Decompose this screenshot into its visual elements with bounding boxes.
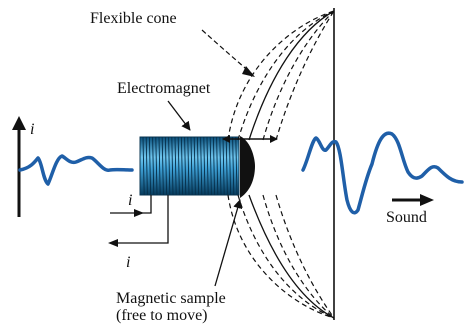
lead-in-arrowhead-icon [134, 209, 144, 217]
coil-winding [225, 136, 228, 196]
coil-winding [174, 136, 177, 196]
coil-winding [158, 136, 161, 196]
coil-winding [164, 136, 168, 196]
coil-winding [222, 136, 225, 196]
coil-winding [206, 136, 209, 196]
coil-winding [193, 136, 196, 196]
output-sound-waveform [301, 131, 464, 215]
coil-winding [180, 136, 184, 196]
input-current-label: i [30, 121, 34, 138]
input-current-arrow-icon [12, 116, 26, 217]
coil-winding [232, 136, 235, 196]
sound-direction-arrow-icon [392, 194, 434, 206]
magnetic-sample-label-line2: (free to move) [116, 307, 208, 324]
electromagnet-label: Electromagnet [117, 80, 211, 97]
flexible-cone-pointer-head-icon [242, 66, 255, 77]
lead-bottom-current-label: i [126, 254, 130, 271]
coil-winding [219, 136, 222, 196]
cone-dashed-positions [227, 10, 335, 319]
magnetic-sample [240, 136, 255, 198]
coil-winding [203, 136, 206, 196]
coil-winding [187, 136, 190, 196]
coil-winding [228, 136, 232, 196]
sound-label: Sound [386, 209, 427, 226]
electromagnet-coil [139, 136, 240, 196]
electromagnet-pointer [167, 100, 191, 131]
coil-winding [184, 136, 187, 196]
coil-winding [142, 136, 145, 196]
lead-out-arrowhead-icon [108, 239, 118, 247]
coil-winding [212, 136, 216, 196]
flexible-cone-pointer [201, 29, 253, 75]
coil-winding [216, 136, 219, 196]
coil-winding [196, 136, 200, 196]
coil-winding [171, 136, 174, 196]
coil-winding [200, 136, 203, 196]
magnetic-sample-label-line1: Magnetic sample [116, 290, 226, 307]
coil-winding [148, 136, 152, 196]
coil-winding [152, 136, 155, 196]
coil-winding [168, 136, 171, 196]
input-waveform [18, 154, 134, 186]
flexible-cone [248, 10, 335, 319]
coil-winding [161, 136, 164, 196]
coil-winding [209, 136, 212, 196]
coil-winding [155, 136, 158, 196]
current-leads [110, 195, 169, 244]
cone-motion-double-arrow-icon [222, 135, 278, 143]
coil-winding [235, 136, 238, 196]
coil-winding [177, 136, 180, 196]
lead-top-current-label: i [128, 192, 132, 209]
magnetic-sample-pointer [214, 199, 243, 287]
flexible-cone-label: Flexible cone [90, 10, 177, 27]
coil-winding [145, 136, 148, 196]
coil-winding [190, 136, 193, 196]
